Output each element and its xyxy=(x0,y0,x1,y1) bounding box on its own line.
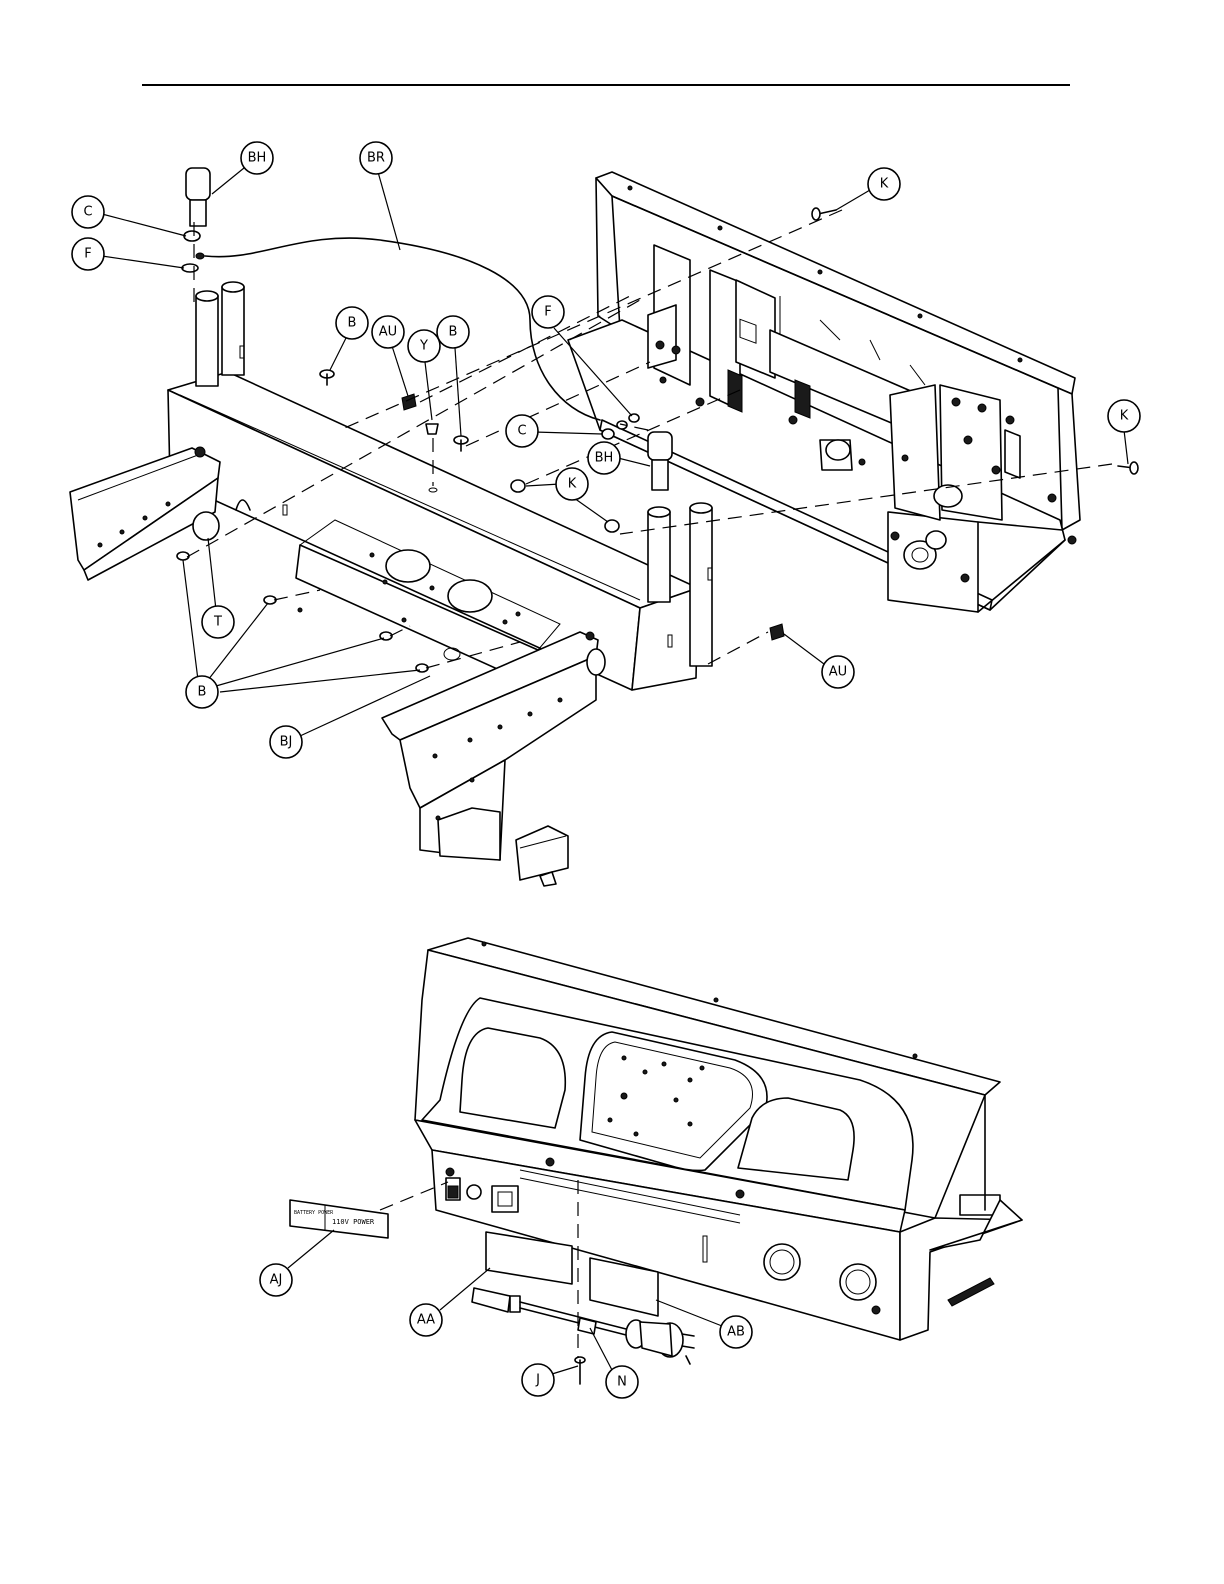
callout-aa: AA xyxy=(410,1304,442,1336)
callout-text: BH xyxy=(595,451,614,466)
console-front xyxy=(415,938,1022,1340)
callout-f-top: F xyxy=(72,238,104,270)
callout-text: Y xyxy=(419,339,428,354)
callout-c-top: C xyxy=(72,196,104,228)
callout-text: F xyxy=(84,247,91,262)
callout-y: Y xyxy=(408,330,440,362)
callout-n: N xyxy=(606,1366,638,1398)
plate-battery-text: BATTERY POWER xyxy=(294,1210,334,1216)
callout-text: AA xyxy=(417,1313,435,1328)
callout-text: AB xyxy=(727,1325,745,1340)
callout-bh-top: BH xyxy=(241,142,273,174)
callout-j: J xyxy=(522,1364,554,1396)
callout-text: K xyxy=(880,177,889,192)
callout-f-mid: F xyxy=(532,296,564,328)
callout-text: AU xyxy=(829,665,847,680)
callout-text: F xyxy=(544,305,551,320)
callout-k-right: K xyxy=(1108,400,1140,432)
callout-text: B xyxy=(348,316,357,331)
callout-text: J xyxy=(535,1373,540,1388)
callout-text: C xyxy=(517,424,526,439)
callout-c-mid: C xyxy=(506,415,538,447)
callout-text: T xyxy=(213,615,222,630)
callout-text: B xyxy=(198,685,207,700)
callout-text: B xyxy=(449,325,458,340)
plate-aj: BATTERY POWER 110V POWER xyxy=(290,1200,388,1238)
callout-bj: BJ xyxy=(270,726,302,758)
callout-k-mid: K xyxy=(556,468,588,500)
callout-br: BR xyxy=(360,142,392,174)
callout-text: AJ xyxy=(270,1273,283,1288)
callout-text: C xyxy=(83,205,92,220)
plate-110v-text: 110V POWER xyxy=(332,1218,375,1226)
callout-text: N xyxy=(617,1375,627,1390)
callout-ab: AB xyxy=(720,1316,752,1348)
callout-t: T xyxy=(202,606,234,638)
callout-au-bottom: AU xyxy=(822,656,854,688)
callout-b-2: B xyxy=(437,316,469,348)
callout-text: BR xyxy=(367,151,385,166)
upper-assembly xyxy=(70,168,1138,886)
callout-aj: AJ xyxy=(260,1264,292,1296)
callout-text: BH xyxy=(248,151,267,166)
callout-au-top: AU xyxy=(372,316,404,348)
callout-text: K xyxy=(1120,409,1129,424)
callout-text: AU xyxy=(379,325,397,340)
callout-text: BJ xyxy=(280,735,293,750)
callout-text: K xyxy=(568,477,577,492)
callout-k-top: K xyxy=(868,168,900,200)
callout-bh-mid: BH xyxy=(588,442,620,474)
lower-assembly: BATTERY POWER 110V POWER xyxy=(290,938,1022,1384)
callout-b-group: B xyxy=(186,676,218,708)
console-housing xyxy=(568,172,1080,612)
callout-b-1: B xyxy=(336,307,368,339)
